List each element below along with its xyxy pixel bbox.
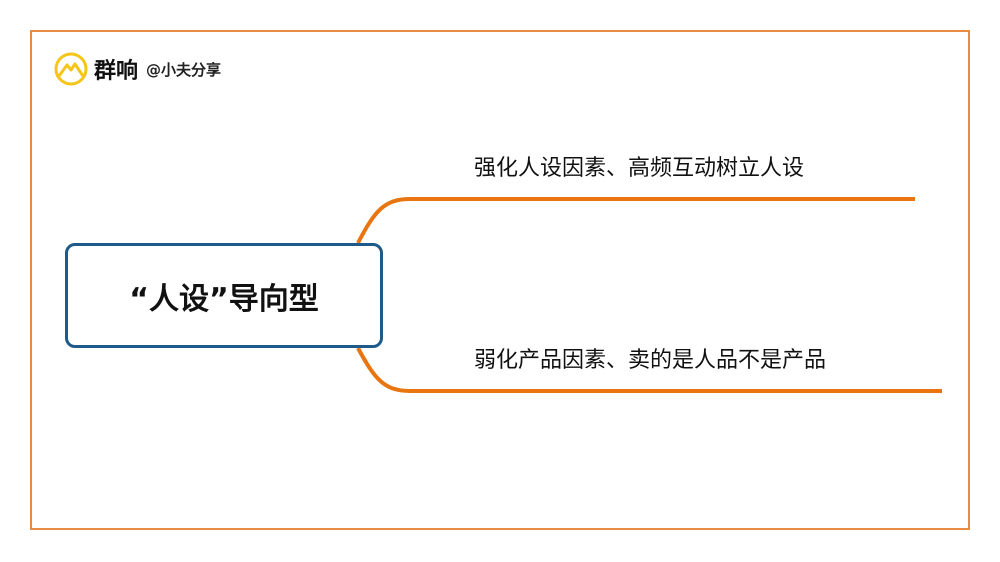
branch-label-top: 强化人设因素、高频互动树立人设 — [474, 156, 805, 181]
central-topic-box: “人设”导向型 — [65, 243, 383, 348]
mountain-sun-icon — [54, 52, 88, 86]
central-topic-label: “人设”导向型 — [129, 281, 319, 317]
branch-line-bottom — [356, 347, 942, 393]
author-handle: @小夫分享 — [146, 60, 222, 79]
branch-line-top — [356, 197, 915, 244]
slide-frame — [30, 30, 970, 530]
logo: 群响 @小夫分享 — [54, 52, 221, 86]
brand-name: 群响 — [94, 59, 139, 84]
branch-label-bottom: 弱化产品因素、卖的是人品不是产品 — [474, 348, 827, 373]
